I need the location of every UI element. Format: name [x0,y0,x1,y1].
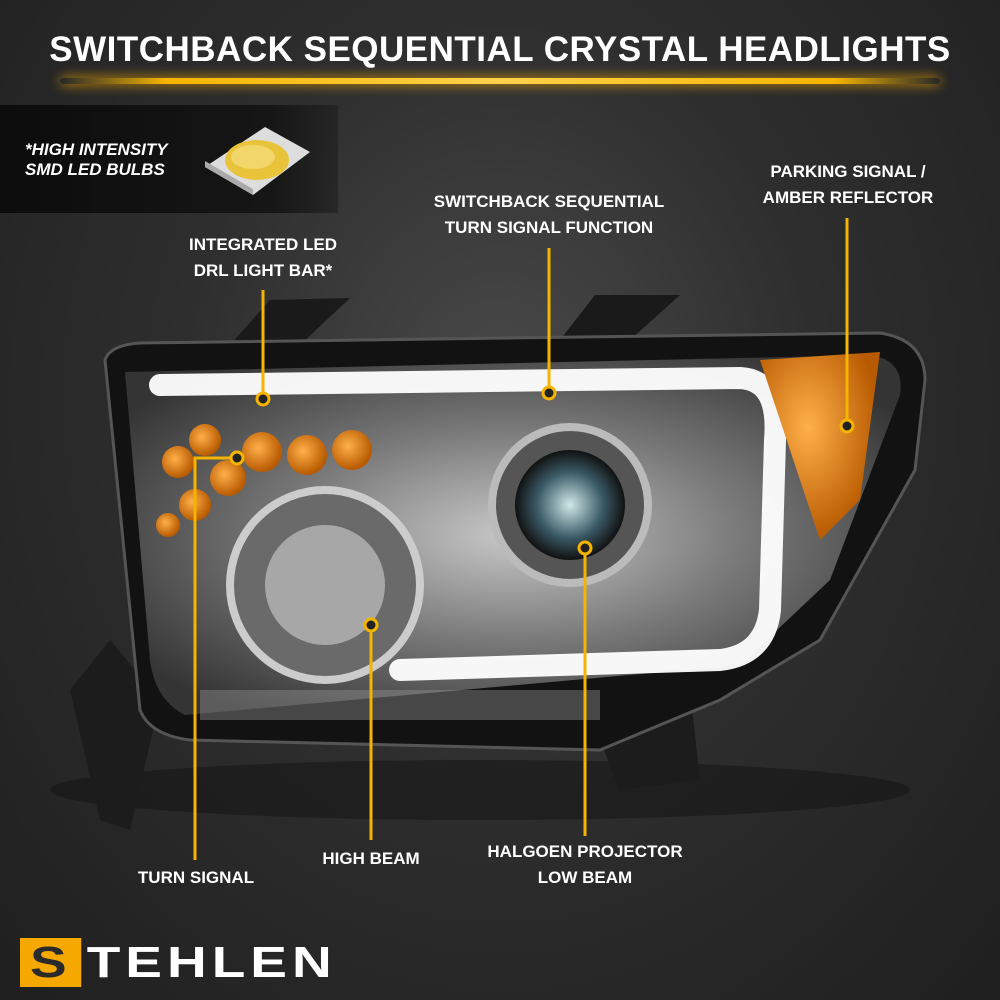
callout-low-line1: HALGOEN PROJECTOR [487,842,683,861]
callout-parking-line1: PARKING SIGNAL / [770,162,926,181]
title-underline [60,78,940,84]
logo-wordmark: STEHLEN [30,938,337,987]
badge-line1: *HIGH INTENSITY [25,140,168,159]
badge-text: *HIGH INTENSITY SMD LED BULBS [25,140,168,180]
smd-led-badge: *HIGH INTENSITY SMD LED BULBS [0,105,338,213]
callout-drl-line1: INTEGRATED LED [189,235,337,254]
smd-led-chip-icon [205,127,310,195]
stehlen-logo: STEHLEN [20,941,332,985]
callout-high-beam: HIGH BEAM [322,849,420,868]
callout-turn-signal: TURN SIGNAL [137,868,255,887]
callout-parking-line2: AMBER REFLECTOR [762,188,934,207]
callout-parking: PARKING SIGNAL / AMBER REFLECTOR [763,159,934,211]
callout-low-line2: LOW BEAM [537,868,633,887]
callout-markers [229,385,855,633]
page-title: SWITCHBACK SEQUENTIAL CRYSTAL HEADLIGHTS [49,30,951,69]
callout-drl: INTEGRATED LED DRL LIGHT BAR* [189,232,337,284]
callout-switchback-line1: SWITCHBACK SEQUENTIAL [433,192,665,211]
callout-low-beam: HALGOEN PROJECTOR LOW BEAM [487,839,682,891]
callout-drl-line2: DRL LIGHT BAR* [193,261,333,280]
callout-switchback: SWITCHBACK SEQUENTIAL TURN SIGNAL FUNCTIO… [434,189,664,241]
badge-line2: SMD LED BULBS [25,160,165,179]
callout-switchback-line2: TURN SIGNAL FUNCTION [444,218,654,237]
